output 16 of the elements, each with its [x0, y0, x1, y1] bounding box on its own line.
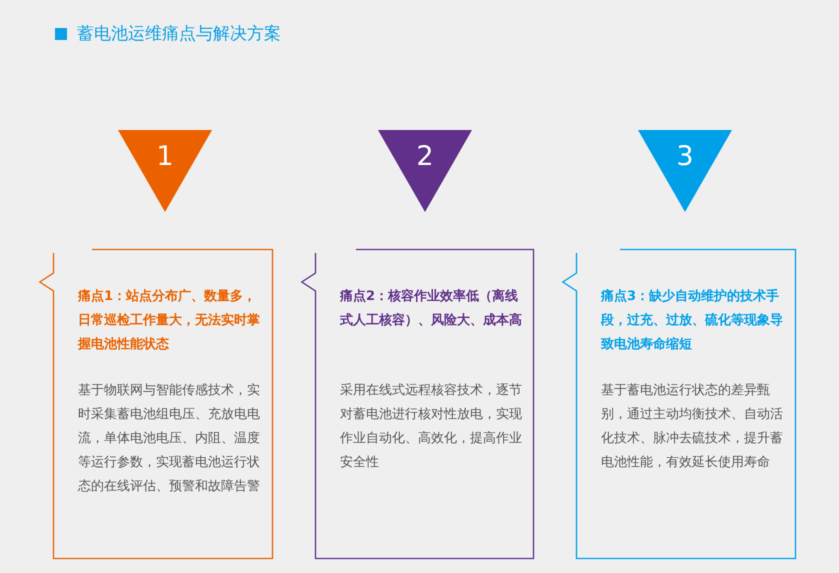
step-number: 1 [155, 142, 175, 172]
card-body: 采用在线式远程核容技术，逐节对蓄电池进行核对性放电，实现作业自动化、高效化，提高作业安全性 [340, 382, 522, 472]
number-triangle [118, 130, 212, 212]
card-heading: 痛点2：核容作业效率低（离线式人工核容）、风险大、成本高 [340, 288, 522, 330]
solution-card [562, 249, 796, 559]
card-body: 基于蓄电池运行状态的差异甄别，通过主动均衡技术、自动活化技术、脉冲去硫技术，提升蓄电池性能，有效延长使用寿命 [601, 382, 783, 472]
number-triangle [378, 130, 472, 212]
page-title: 蓄电池运维痛点与解决方案 [77, 23, 281, 45]
step-number: 3 [675, 142, 695, 172]
card-heading: 痛点1：站点分布广、数量多，日常巡检工作量大，无法实时掌握电池性能状态 [78, 288, 260, 354]
number-triangle [638, 130, 732, 212]
card-heading: 痛点3：缺少自动维护的技术手段，过充、过放、硫化等现象导致电池寿命缩短 [601, 288, 783, 354]
solution-card [301, 249, 534, 559]
card-body: 基于物联网与智能传感技术，实时采集蓄电池组电压、充放电电流，单体电池电压、内阻、温度等运行参数，实现蓄电池运行状态的在线评估、预警和故障告警 [78, 382, 260, 496]
solution-card [39, 249, 273, 559]
step-number: 2 [415, 142, 435, 172]
